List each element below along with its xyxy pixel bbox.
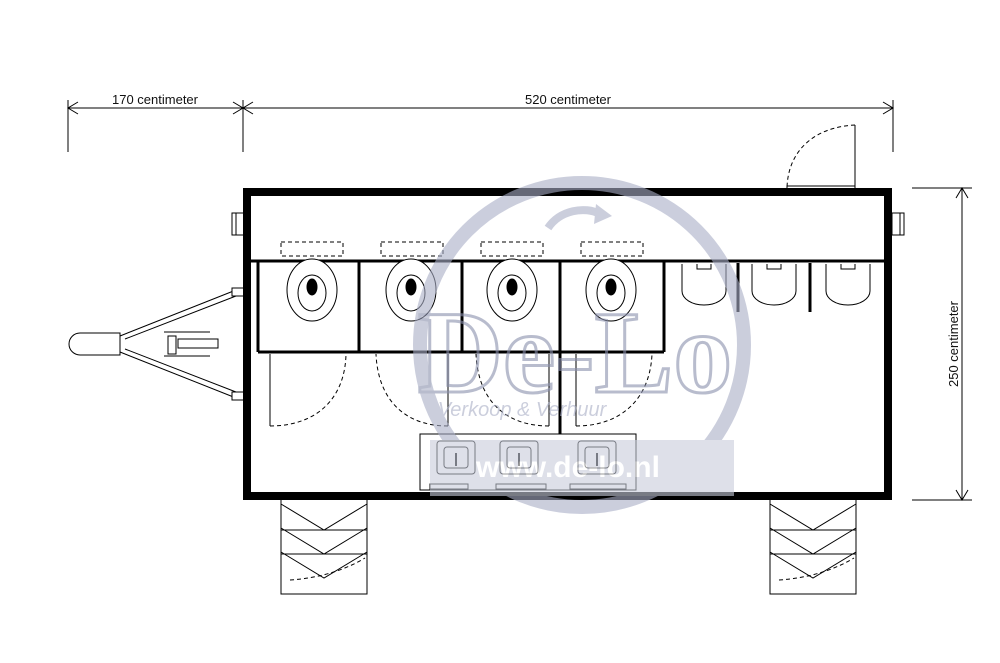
cubicle-door-2 — [375, 353, 449, 427]
urinal-3 — [825, 264, 871, 306]
watermark-tagline: Verkoop & Verhuur — [438, 399, 608, 421]
watermark-logo-text: De-Lo — [418, 287, 733, 418]
cubicle-walls — [256, 261, 666, 490]
side-marker-left — [231, 212, 245, 236]
toilet-cisterns — [280, 241, 644, 257]
dimension-body-width — [912, 187, 972, 501]
body-length-label: 520 centimeter — [525, 92, 612, 107]
entrance-door — [786, 124, 856, 193]
body-width-label: 250 centimeter — [946, 300, 961, 387]
cubicle-door-1 — [269, 353, 347, 427]
drawbar — [68, 287, 245, 401]
support-leg-left — [280, 497, 368, 595]
cubicle-door-3 — [475, 353, 550, 427]
urinal-2 — [751, 264, 797, 306]
toilet-1 — [286, 258, 338, 322]
cubicle-door-4 — [575, 353, 653, 427]
toilet-4 — [585, 258, 637, 322]
side-marker-right — [891, 212, 905, 236]
drawbar-length-label: 170 centimeter — [112, 92, 199, 107]
urinal-1 — [681, 264, 727, 306]
dimension-body-length — [242, 100, 894, 152]
toilet-3 — [486, 258, 538, 322]
dimension-drawbar — [67, 100, 244, 152]
support-leg-right — [769, 497, 857, 595]
watermark-logo: De-Lo Verkoop & Verhuur www.de-lo.nl — [413, 176, 751, 514]
watermark-url: www.de-lo.nl — [475, 451, 660, 484]
